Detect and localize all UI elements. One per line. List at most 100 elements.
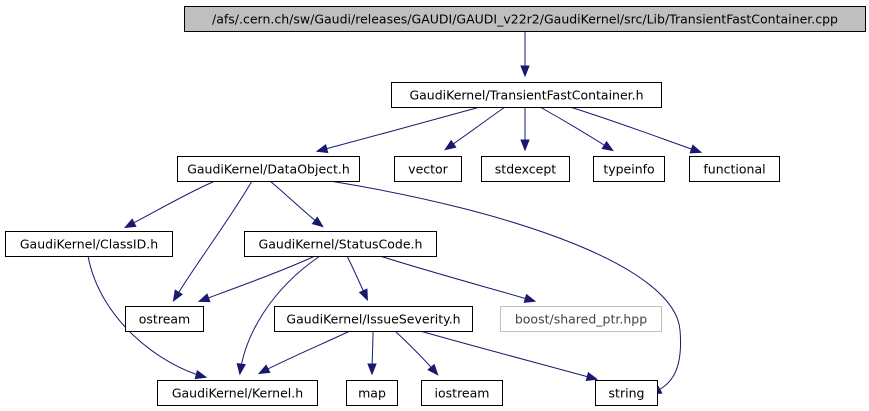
edge-dataobject-to-statuscode xyxy=(269,180,324,228)
arrowhead xyxy=(197,293,211,303)
edge-line xyxy=(125,180,216,228)
node-label: stdexcept xyxy=(495,162,556,177)
node-label: map xyxy=(358,386,386,401)
edge-dataobject-to-classid xyxy=(123,180,216,229)
node-layer: /afs/.cern.ch/sw/Gaudi/releases/GAUDI/GA… xyxy=(5,6,866,406)
edge-tfc-to-functional xyxy=(569,106,703,154)
edge-statuscode-to-kernel xyxy=(236,255,321,376)
node-label: GaudiKernel/TransientFastContainer.h xyxy=(409,88,643,103)
arrowhead xyxy=(358,288,368,302)
node-string: string xyxy=(595,380,658,406)
node-typeinfo: typeinfo xyxy=(593,156,665,182)
node-box xyxy=(184,6,866,32)
node-label: GaudiKernel/ClassID.h xyxy=(20,237,158,252)
edge-line xyxy=(317,106,481,152)
edge-line xyxy=(87,255,206,378)
edge-tfc-to-typeinfo xyxy=(539,106,614,152)
edge-classid-to-kernel xyxy=(87,255,208,380)
arrowhead xyxy=(257,364,271,375)
node-box xyxy=(125,306,204,332)
arrowhead xyxy=(520,65,530,78)
node-classid[interactable]: GaudiKernel/ClassID.h xyxy=(5,231,173,257)
arrowhead xyxy=(367,363,377,376)
node-vector: vector xyxy=(394,156,462,182)
edge-issueseverity-to-iostream xyxy=(394,330,439,376)
node-label: ostream xyxy=(139,312,190,327)
edge-line xyxy=(259,330,351,374)
node-box xyxy=(394,156,462,182)
edge-line xyxy=(199,255,316,302)
node-box xyxy=(689,156,780,182)
edge-dataobject-to-string xyxy=(329,180,682,396)
edge-statuscode-to-ostream xyxy=(197,255,316,303)
edge-dataobject-to-ostream xyxy=(172,180,253,303)
edge-line xyxy=(419,330,597,380)
arrowhead xyxy=(689,144,703,154)
node-label: string xyxy=(609,386,645,401)
node-label: vector xyxy=(408,162,449,177)
node-label: GaudiKernel/IssueSeverity.h xyxy=(286,312,460,327)
node-box xyxy=(481,156,570,182)
node-statuscode[interactable]: GaudiKernel/StatusCode.h xyxy=(244,231,437,257)
arrowhead xyxy=(444,139,457,151)
edge-line xyxy=(539,106,613,151)
node-box xyxy=(244,231,437,257)
arrowhead xyxy=(523,293,537,303)
arrowhead xyxy=(194,369,208,380)
node-label: boost/shared_ptr.hpp xyxy=(515,312,647,327)
edge-line xyxy=(173,180,253,301)
node-box xyxy=(391,82,662,108)
node-label: /afs/.cern.ch/sw/Gaudi/releases/GAUDI/GA… xyxy=(212,12,838,27)
edge-tfc-to-stdexcept xyxy=(520,107,530,152)
edge-line xyxy=(269,180,323,227)
node-issueseverity[interactable]: GaudiKernel/IssueSeverity.h xyxy=(274,306,473,332)
node-box xyxy=(593,156,665,182)
edge-issueseverity-to-kernel xyxy=(257,330,351,375)
node-box xyxy=(421,380,503,406)
arrowhead xyxy=(601,140,614,152)
edge-issueseverity-to-string xyxy=(419,330,599,382)
edge-root-to-tfc xyxy=(520,31,530,78)
arrowhead xyxy=(585,371,599,382)
arrowhead xyxy=(172,289,183,303)
node-label: iostream xyxy=(435,386,490,401)
node-kernel[interactable]: GaudiKernel/Kernel.h xyxy=(157,380,318,406)
node-stdexcept: stdexcept xyxy=(481,156,570,182)
arrowhead xyxy=(520,139,530,152)
edge-line xyxy=(445,106,506,150)
node-box xyxy=(595,380,658,406)
node-functional: functional xyxy=(689,156,780,182)
node-dataobject[interactable]: GaudiKernel/DataObject.h xyxy=(177,156,360,182)
node-label: GaudiKernel/StatusCode.h xyxy=(259,237,423,252)
node-box xyxy=(500,306,662,332)
arrowhead xyxy=(236,362,246,376)
node-label: functional xyxy=(703,162,765,177)
edge-line xyxy=(239,255,321,374)
edge-layer xyxy=(87,31,703,396)
edge-statuscode-to-shared_ptr xyxy=(379,255,537,303)
node-ostream: ostream xyxy=(125,306,204,332)
node-box xyxy=(346,380,398,406)
edge-line xyxy=(379,255,535,302)
arrowhead xyxy=(315,143,329,154)
node-box xyxy=(274,306,473,332)
node-box xyxy=(177,156,360,182)
node-shared_ptr: boost/shared_ptr.hpp xyxy=(500,306,662,332)
node-box xyxy=(157,380,318,406)
node-label: GaudiKernel/Kernel.h xyxy=(172,386,303,401)
edge-tfc-to-dataobject xyxy=(315,106,481,154)
edge-statuscode-to-issueseverity xyxy=(346,255,368,302)
edge-tfc-to-vector xyxy=(444,106,506,151)
arrowhead xyxy=(311,216,324,228)
arrowhead xyxy=(427,363,439,376)
node-label: typeinfo xyxy=(603,162,654,177)
node-map: map xyxy=(346,380,398,406)
edge-line xyxy=(569,106,701,153)
arrowhead xyxy=(123,218,137,229)
edge-issueseverity-to-map xyxy=(367,330,377,376)
node-tfc[interactable]: GaudiKernel/TransientFastContainer.h xyxy=(391,82,662,108)
node-box xyxy=(5,231,173,257)
node-iostream: iostream xyxy=(421,380,503,406)
node-root: /afs/.cern.ch/sw/Gaudi/releases/GAUDI/GA… xyxy=(184,6,866,32)
node-label: GaudiKernel/DataObject.h xyxy=(187,162,350,177)
